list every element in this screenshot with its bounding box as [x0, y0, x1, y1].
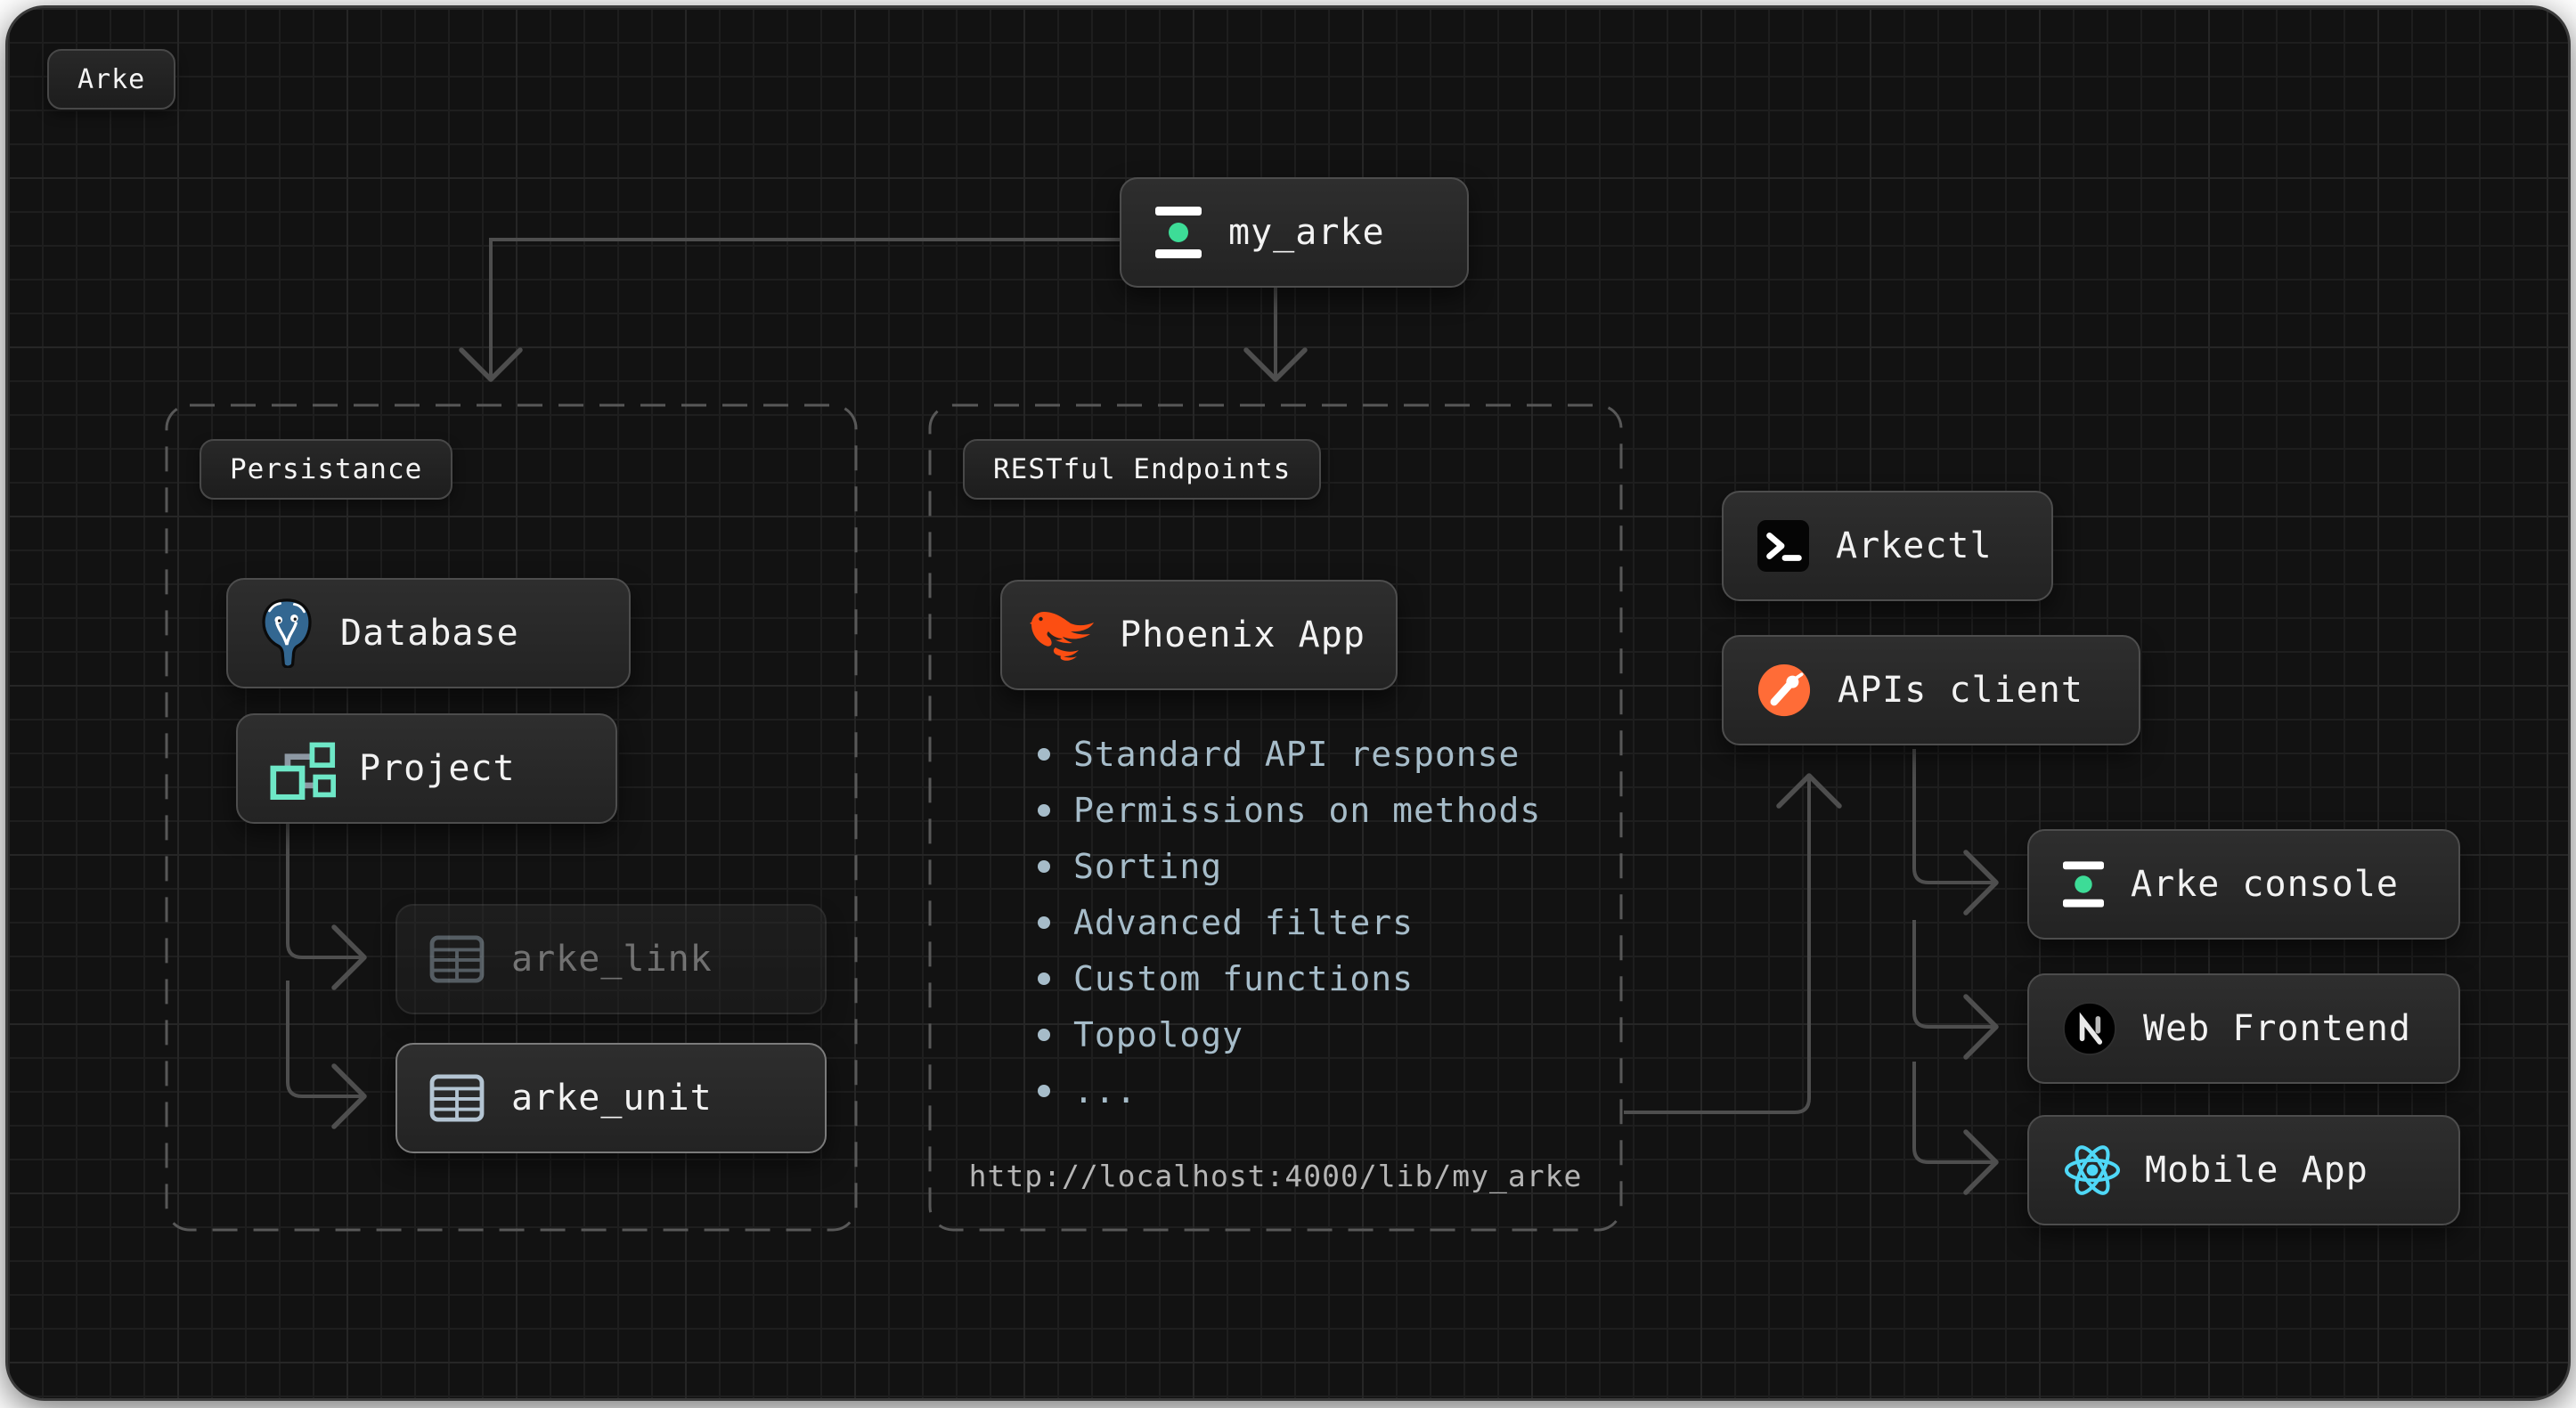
node-label: my_arke	[1228, 212, 1385, 253]
app-badge-label: Arke	[77, 63, 146, 95]
arrowhead-right-console	[1963, 850, 1999, 916]
connector-lines	[165, 238, 1999, 1232]
node-apis-client: APIs client	[1722, 635, 2140, 745]
node-mobile-app: Mobile App	[2027, 1115, 2460, 1225]
node-arke-console: Arke console	[2027, 829, 2460, 940]
arrowhead-right-mobile	[1963, 1129, 1999, 1195]
table-icon	[429, 1074, 485, 1122]
node-label: Database	[340, 613, 519, 654]
endpoints-zone-border	[928, 403, 1623, 1232]
arke-logo-icon	[2063, 861, 2104, 907]
feature-text: Sorting	[1073, 846, 1223, 886]
feature-item: Standard API response	[1038, 726, 1541, 782]
node-database: Database	[226, 578, 631, 688]
feature-item: Permissions on methods	[1038, 782, 1541, 838]
persistance-zone-border	[165, 403, 858, 1232]
phoenix-icon	[1029, 609, 1096, 661]
persistance-zone-label: Persistance	[200, 439, 453, 500]
node-arkectl: Arkectl	[1722, 491, 2053, 601]
node-label: Arke console	[2131, 864, 2399, 905]
arrowhead-down-endpoints	[1243, 347, 1308, 382]
node-label: Web Frontend	[2143, 1008, 2411, 1049]
feature-item: Topology	[1038, 1006, 1541, 1062]
feature-text: ...	[1073, 1070, 1137, 1111]
feature-text: Standard API response	[1073, 734, 1520, 774]
arrow-apisclient-to-console	[1912, 749, 1993, 884]
node-my-arke: my_arke	[1120, 177, 1469, 288]
node-label: Arkectl	[1836, 525, 1993, 566]
endpoint-feature-list: Standard API response Permissions on met…	[1038, 726, 1541, 1119]
arrow-myarke-to-persistance	[489, 238, 1120, 377]
feature-item: Sorting	[1038, 838, 1541, 894]
arrowhead-up-apisclient	[1776, 773, 1842, 809]
arrow-project-to-arkeunit	[286, 981, 361, 1098]
nextjs-icon	[2063, 1002, 2116, 1055]
terminal-icon	[1757, 520, 1809, 572]
project-structure-icon	[270, 737, 336, 800]
feature-item: Advanced filters	[1038, 894, 1541, 950]
postman-icon	[1757, 663, 1811, 717]
node-arke-unit: arke_unit	[395, 1043, 827, 1153]
feature-item: ...	[1038, 1062, 1541, 1119]
endpoints-zone-label: RESTful Endpoints	[963, 439, 1322, 500]
endpoint-url: http://localhost:4000/lib/my_arke	[968, 1159, 1583, 1193]
node-label: Mobile App	[2145, 1150, 2368, 1191]
table-icon	[429, 935, 485, 983]
feature-item: Custom functions	[1038, 950, 1541, 1006]
app-badge: Arke	[47, 49, 176, 110]
feature-text: Topology	[1073, 1014, 1244, 1054]
arke-logo-icon	[1155, 207, 1202, 258]
feature-text: Permissions on methods	[1073, 790, 1542, 830]
zone-title: Persistance	[230, 453, 423, 485]
arrow-apisclient-to-web	[1912, 920, 1993, 1029]
react-icon	[2063, 1144, 2122, 1196]
arrowhead-right-web	[1963, 994, 1999, 1060]
feature-text: Custom functions	[1073, 958, 1414, 998]
arrowhead-right-arkeunit	[331, 1063, 367, 1129]
node-label: Project	[359, 748, 516, 789]
arrowhead-right-arkelink	[331, 924, 367, 990]
node-project: Project	[236, 713, 617, 824]
arrow-apisclient-to-mobile	[1912, 1062, 1993, 1164]
node-arke-link: arke_link	[395, 904, 827, 1014]
feature-text: Advanced filters	[1073, 902, 1414, 942]
node-label: arke_link	[511, 939, 713, 980]
arrowhead-down-persistance	[459, 347, 523, 382]
node-phoenix-app: Phoenix App	[1000, 580, 1398, 690]
arrow-endpoints-to-apisclient	[1624, 779, 1811, 1114]
arrow-project-to-arkelink	[286, 824, 361, 959]
zone-title: RESTful Endpoints	[993, 453, 1292, 485]
diagram-canvas: Arke my_arke Persistance	[5, 5, 2571, 1401]
node-web-frontend: Web Frontend	[2027, 973, 2460, 1084]
node-label: arke_unit	[511, 1078, 713, 1119]
node-label: Phoenix App	[1120, 614, 1365, 655]
postgresql-icon	[260, 598, 314, 668]
node-label: APIs client	[1838, 670, 2083, 711]
